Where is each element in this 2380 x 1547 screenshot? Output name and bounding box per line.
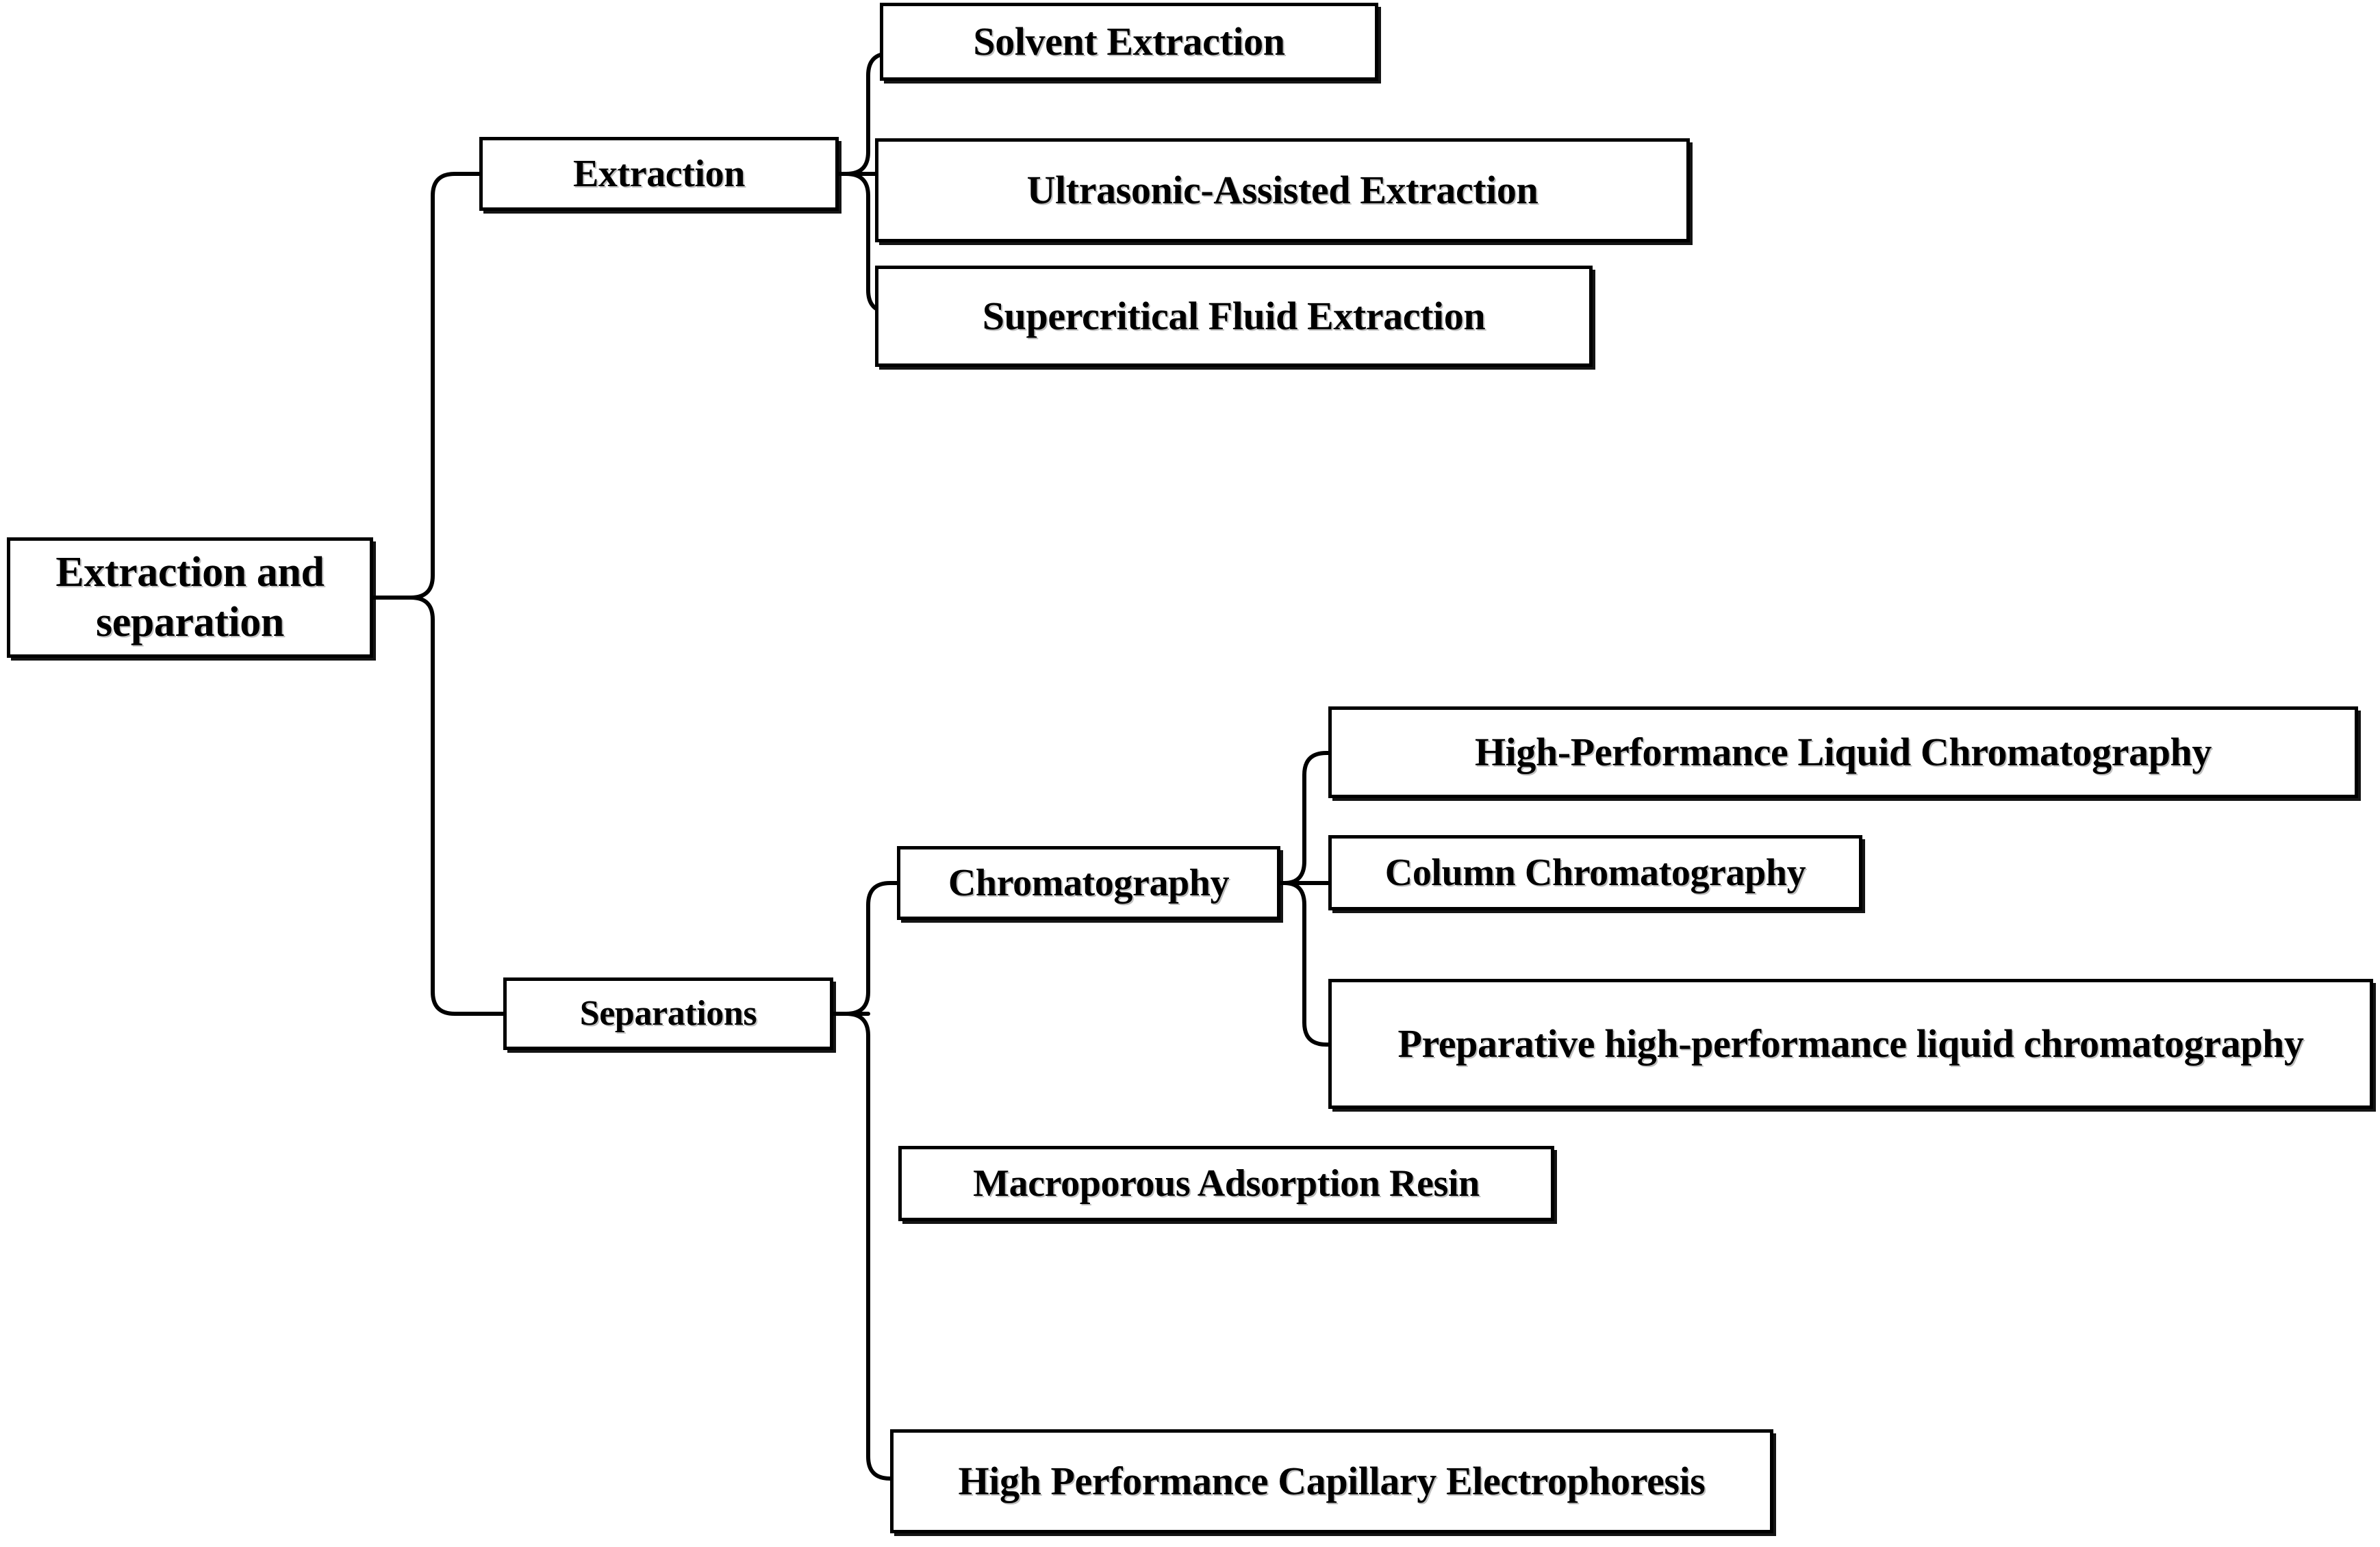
- node-high-performance-liquid-chromatography[interactable]: High-Performance Liquid Chromatography: [1328, 706, 2358, 798]
- edge-chromatography-to-prephplc: [1278, 881, 1336, 1047]
- edge-separations-to-chromatography: [831, 881, 899, 1016]
- node-extraction[interactable]: Extraction: [479, 137, 839, 211]
- node-macroporous-adsorption-resin[interactable]: Macroporous Adsorption Resin: [898, 1146, 1554, 1221]
- node-high-performance-capillary-electrophoresis[interactable]: High Performance Capillary Electrophores…: [890, 1429, 1773, 1533]
- node-label: Separations: [579, 994, 757, 1034]
- edge-separations-to-hpce: [831, 1012, 900, 1481]
- edge-root-to-extraction: [371, 172, 481, 600]
- node-root-extraction-and-separation[interactable]: Extraction and separation: [7, 537, 373, 658]
- edge-root-to-separations: [371, 596, 505, 1016]
- node-label: Preparative high-performance liquid chro…: [1397, 1021, 2304, 1066]
- edge-chromatography-to-hplc: [1278, 751, 1336, 885]
- node-preparative-high-performance-liquid-chromatography[interactable]: Preparative high-performance liquid chro…: [1328, 979, 2373, 1109]
- node-label: Supercritical Fluid Extraction: [982, 293, 1486, 338]
- node-label: Ultrasonic-Assisted Extraction: [1026, 167, 1539, 212]
- node-label: Extraction and separation: [43, 548, 336, 648]
- node-solvent-extraction[interactable]: Solvent Extraction: [880, 3, 1378, 81]
- node-chromatography[interactable]: Chromatography: [897, 846, 1280, 920]
- node-column-chromatography[interactable]: Column Chromatography: [1328, 835, 1862, 910]
- node-label: High-Performance Liquid Chromatography: [1474, 729, 2212, 774]
- node-label: Column Chromatography: [1384, 851, 1806, 894]
- node-label-line-2: separation: [95, 599, 284, 645]
- node-separations[interactable]: Separations: [503, 977, 833, 1050]
- node-label: Solvent Extraction: [973, 18, 1285, 64]
- node-label: Chromatography: [948, 861, 1230, 904]
- node-label: Macroporous Adsorption Resin: [973, 1162, 1480, 1205]
- node-label: High Performance Capillary Electrophores…: [958, 1458, 1706, 1503]
- node-ultrasonic-assisted-extraction[interactable]: Ultrasonic-Assisted Extraction: [875, 138, 1690, 242]
- node-label: Extraction: [572, 152, 746, 195]
- node-supercritical-fluid-extraction[interactable]: Supercritical Fluid Extraction: [875, 266, 1593, 367]
- node-label-line-1: Extraction and: [55, 548, 325, 596]
